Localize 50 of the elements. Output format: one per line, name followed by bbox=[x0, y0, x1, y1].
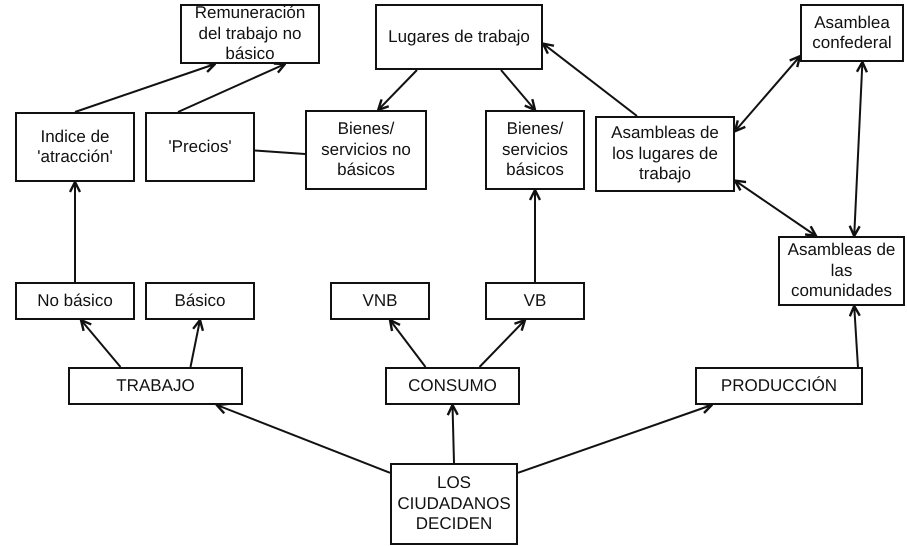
arrow bbox=[388, 318, 426, 368]
arrow bbox=[848, 304, 861, 368]
arrow bbox=[216, 402, 390, 474]
process-box bbox=[330, 282, 430, 320]
arrow bbox=[377, 69, 418, 112]
process-box bbox=[68, 367, 243, 405]
arrow bbox=[734, 179, 818, 238]
process-box bbox=[595, 116, 735, 192]
arrow bbox=[178, 62, 286, 113]
node-label: VB bbox=[524, 290, 546, 312]
arrow bbox=[500, 69, 536, 112]
node-label: LOS CIUDADANOS DECIDEN bbox=[396, 473, 512, 535]
arrow bbox=[478, 318, 526, 368]
arrow bbox=[68, 180, 82, 282]
node-label: Lugares de trabajo bbox=[388, 26, 530, 48]
process-box bbox=[485, 282, 585, 320]
process-box bbox=[305, 110, 427, 190]
node-label: Indice de 'atracción' bbox=[36, 126, 114, 168]
process-box bbox=[778, 236, 905, 306]
node-label: TRABAJO bbox=[116, 376, 195, 396]
process-box bbox=[15, 282, 135, 320]
node-label: Remuneración del trabajo no básico bbox=[194, 3, 306, 65]
arrow bbox=[190, 318, 204, 368]
arrow bbox=[734, 55, 802, 132]
node-label: Bienes/ servicios básicos bbox=[500, 119, 570, 181]
arrow bbox=[80, 318, 122, 368]
node-label: Asambleas de los lugares de trabajo bbox=[610, 123, 720, 185]
process-box bbox=[385, 367, 520, 405]
arrow bbox=[446, 404, 459, 464]
process-box bbox=[145, 112, 255, 182]
process-box bbox=[145, 282, 255, 320]
node-label: CONSUMO bbox=[408, 376, 497, 396]
node-label: Bienes/ servicios no básicos bbox=[320, 119, 412, 181]
process-box bbox=[375, 4, 543, 70]
node-label: Asamblea confederal bbox=[811, 12, 893, 54]
arrow bbox=[848, 60, 868, 238]
node-label: PRODUCCIÓN bbox=[720, 376, 838, 396]
arrow bbox=[528, 188, 542, 282]
node-label: Básico bbox=[174, 290, 226, 312]
process-box bbox=[485, 110, 585, 190]
process-box bbox=[390, 463, 518, 545]
process-box bbox=[180, 4, 320, 64]
node-label: Asambleas de las comunidades bbox=[786, 240, 896, 302]
node-label: VNB bbox=[362, 290, 398, 312]
node-label: 'Precios' bbox=[168, 136, 232, 158]
process-box bbox=[15, 112, 135, 182]
node-label: No básico bbox=[37, 290, 113, 312]
process-box bbox=[695, 367, 863, 405]
process-box bbox=[800, 4, 904, 62]
arrow bbox=[542, 42, 638, 117]
